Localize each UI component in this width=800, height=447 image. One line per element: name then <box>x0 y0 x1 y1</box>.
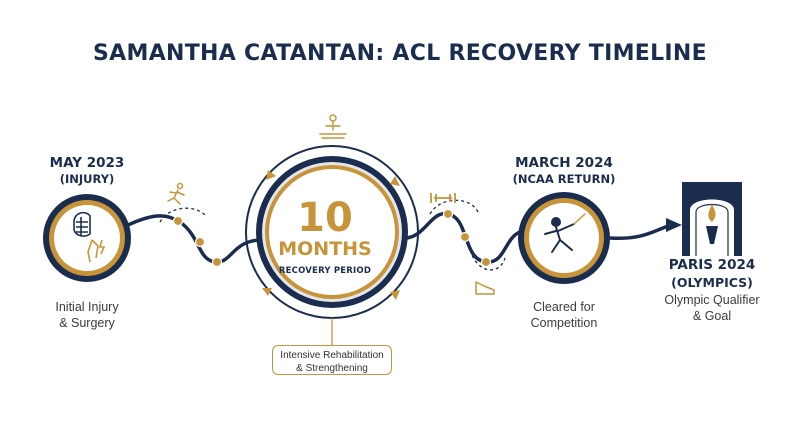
paris-desc-line2: & Goal <box>692 309 732 323</box>
ncaa-heading: MARCH 2024 <box>515 155 613 171</box>
injury-heading: MAY 2023 <box>49 155 125 171</box>
ncaa-heading-block: MARCH 2024 (NCAA RETURN) <box>494 155 634 187</box>
injury-heading-block: MAY 2023 (INJURY) <box>30 155 144 187</box>
rehab-line1: Intensive Rehabilitation <box>280 350 384 361</box>
dumbbell-icon <box>430 193 456 203</box>
ncaa-subheading: (NCAA RETURN) <box>512 172 616 186</box>
cycle-arrow <box>390 176 400 186</box>
rehab-box: Intensive Rehabilitation & Strengthening <box>272 345 392 375</box>
recovery-unit: MONTHS <box>278 238 372 260</box>
olympic-torch-arch-icon <box>706 204 718 244</box>
waypoint-dot <box>442 208 454 220</box>
ncaa-description: Cleared for Competition <box>504 299 624 331</box>
injury-node <box>43 194 131 282</box>
arrow-head-paris <box>666 218 682 232</box>
injury-desc-line2: & Surgery <box>59 316 115 330</box>
recovery-caption: RECOVERY PERIOD <box>278 266 372 276</box>
cycle-arrow <box>390 290 400 300</box>
running-icon <box>167 182 185 205</box>
rehab-line2: & Strengthening <box>296 363 368 374</box>
cycle-arrow <box>262 288 272 296</box>
dashed-arc-right <box>429 199 479 215</box>
ncaa-node <box>518 192 610 284</box>
physio-massage-icon <box>319 114 347 139</box>
waypoint-dot <box>459 231 471 243</box>
waypoint-dot <box>211 256 223 268</box>
recovery-number: 10 <box>297 195 353 241</box>
recovery-center-node <box>245 145 419 319</box>
fencer-lunge-icon <box>544 213 586 253</box>
paris-subheading: (OLYMPICS) <box>671 275 753 290</box>
path-injury-to-center <box>127 214 263 264</box>
injury-subheading: (INJURY) <box>59 172 115 186</box>
paris-description: Olympic Qualifier & Goal <box>648 292 776 324</box>
waypoint-dot <box>480 256 492 268</box>
ncaa-desc-line2: Competition <box>530 316 598 330</box>
ncaa-desc-line1: Cleared for <box>533 300 595 314</box>
injury-desc-line1: Initial Injury <box>55 300 119 314</box>
path-ncaa-to-paris <box>609 224 669 241</box>
fencer-knee-injury-icon <box>73 211 106 263</box>
paris-node <box>682 182 742 256</box>
paris-heading-block: PARIS 2024 (OLYMPICS) <box>650 257 774 291</box>
dashed-arc-right-2 <box>469 249 506 271</box>
cycle-arrow <box>266 170 276 180</box>
sneaker-icon <box>475 281 495 295</box>
waypoint-dot <box>194 236 206 248</box>
page-title: SAMANTHA CATANTAN: ACL RECOVERY TIMELINE <box>93 41 707 66</box>
paris-heading: PARIS 2024 <box>668 257 756 273</box>
waypoint-dot <box>172 215 184 227</box>
paris-desc-line1: Olympic Qualifier <box>664 293 760 307</box>
injury-description: Initial Injury & Surgery <box>30 299 144 331</box>
